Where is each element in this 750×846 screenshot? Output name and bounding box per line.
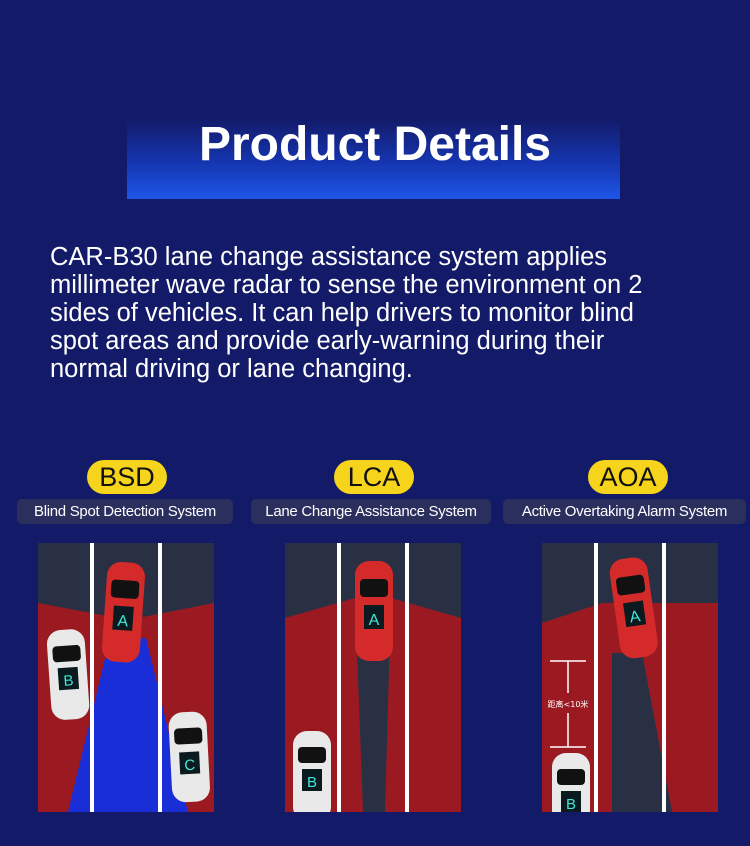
- svg-text:A: A: [369, 612, 380, 629]
- svg-text:C: C: [184, 757, 196, 775]
- description-line: spot areas and provide early-warning dur…: [50, 327, 605, 355]
- lca-illustration: A B: [285, 543, 461, 812]
- aoa-illustration: A 距离<10米 B: [542, 543, 718, 812]
- lca-label: Lane Change Assistance System: [251, 499, 491, 524]
- svg-text:B: B: [566, 796, 576, 812]
- lane-line: [90, 543, 94, 812]
- page-title: Product Details: [198, 118, 552, 171]
- product-description: CAR-B30 lane change assistance system ap…: [50, 243, 642, 383]
- aoa-badge: AOA: [588, 460, 668, 494]
- svg-text:B: B: [63, 672, 74, 690]
- distance-marker: [550, 660, 586, 748]
- description-line: normal driving or lane changing.: [50, 355, 413, 383]
- description-line: sides of vehicles. It can help drivers t…: [50, 299, 634, 327]
- svg-text:A: A: [117, 613, 129, 631]
- title-banner: [127, 118, 620, 199]
- svg-text:B: B: [307, 774, 317, 791]
- description-line: millimeter wave radar to sense the envir…: [50, 271, 643, 299]
- lca-badge: LCA: [334, 460, 414, 494]
- aoa-label: Active Overtaking Alarm System: [503, 499, 746, 524]
- description-line: CAR-B30 lane change assistance system ap…: [50, 243, 608, 271]
- svg-text:A: A: [629, 608, 642, 626]
- bsd-badge: BSD: [87, 460, 167, 494]
- bsd-illustration: A B C: [38, 543, 214, 812]
- distance-label: 距离<10米: [548, 699, 589, 709]
- lane-line: [158, 543, 162, 812]
- bsd-label: Blind Spot Detection System: [17, 499, 233, 524]
